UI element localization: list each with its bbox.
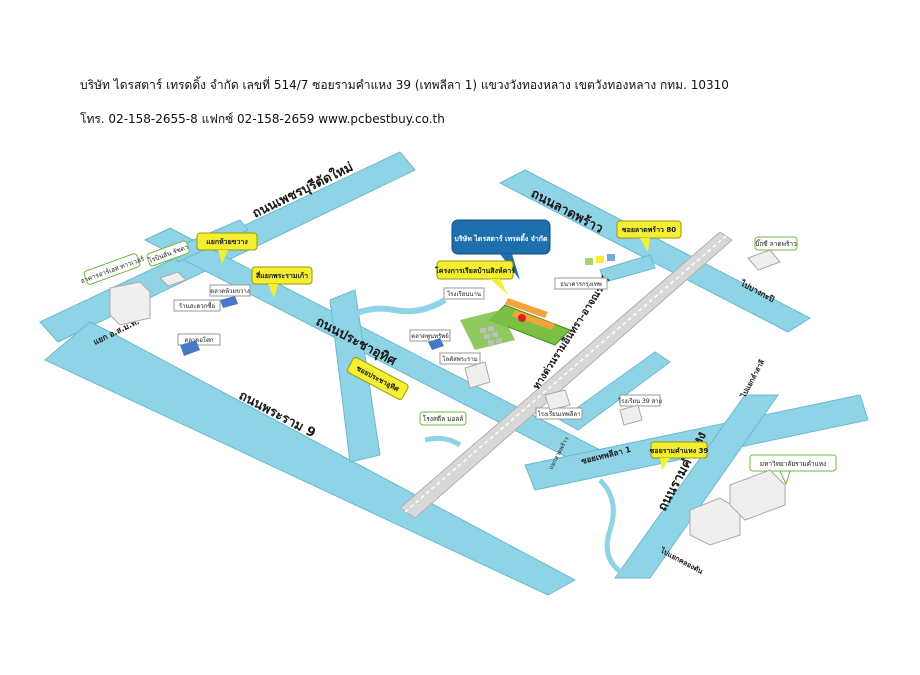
lotus-label: โลตัสพระราม xyxy=(442,355,477,363)
yaek-huay-kwang-text: แยกห้วยขวาง xyxy=(206,237,248,246)
pracha-uthit-school-label: ร้านสะดวกซื้อ xyxy=(179,300,216,310)
landmark-chc: ตลาดห้วยขวาง xyxy=(209,284,251,308)
landmark-thepleela-school: โรงเรียนเทพลีลา xyxy=(535,389,583,420)
landmark-mall: โรงสตีล มอลล์ xyxy=(419,411,467,426)
company-callout-text: บริษัท ไดรสตาร์ เทรดดิ้ง จำกัด xyxy=(454,232,548,243)
fortune-label: บิ๊กซี ลาดพร้าว xyxy=(755,239,797,248)
company-contact-line: โทร. 02-158-2655-8 แฟกซ์ 02-158-2659 www… xyxy=(80,112,445,126)
landmark-bangkok-bank: ธนาคารกรุงเทพ xyxy=(554,277,608,290)
soi-ram39-callout: ซอยรามคำแหง 39 xyxy=(650,441,709,470)
road-rama9 xyxy=(44,321,577,596)
road-ladprao xyxy=(498,169,812,333)
school-ram-label: โรงเรียน 39 สาย xyxy=(618,397,662,405)
town-in-town-label: โรงเรียนนาน xyxy=(447,290,481,298)
project-callout: โครงการเรียลบ้านสิงห์คาร์ xyxy=(434,260,515,295)
landmark-fortune: บิ๊กซี ลาดพร้าว xyxy=(747,236,798,271)
road-ramkhamhaeng-vertical xyxy=(614,394,779,579)
chc-label: ตลาดห้วยขวาง xyxy=(210,288,250,295)
soi-ram39-text: ซอยรามคำแหง 39 xyxy=(650,447,709,455)
mall-label: โรงสตีล มอลล์ xyxy=(423,415,464,423)
yaek-mit-prayoon-callout: สี่แยกพระรามเก้า xyxy=(251,266,313,298)
ramkhamhaeng-univ-callout: มหาวิทยาลัยรามคำแหง xyxy=(749,454,837,486)
project-marker xyxy=(518,314,526,322)
ramkhamhaeng-univ-text: มหาวิทยาลัยรามคำแหง xyxy=(760,460,826,468)
label-to-lamsali: ไปแยกลำสาลี xyxy=(738,358,766,400)
landmark-town-in-town: โรงเรียนนาน xyxy=(443,287,485,300)
landmark-pracha-uthit-school: ร้านสะดวกซื้อ xyxy=(173,299,221,312)
bangkok-bank-label: ธนาคารกรุงเทพ xyxy=(560,281,602,288)
company-address-line: บริษัท ไดรสตาร์ เทรดดิ้ง จำกัด เลขที่ 51… xyxy=(80,78,729,92)
landmark-wat: ตลาดพูนทรัพย์ xyxy=(409,329,451,350)
soi-ladprao80-text: ซอยลาดพร้าว 80 xyxy=(622,225,676,234)
thepleela-school-label: โรงเรียนเทพลีลา xyxy=(538,410,581,418)
yaek-huay-kwang-callout: แยกห้วยขวาง xyxy=(196,232,258,264)
project-site xyxy=(489,298,571,346)
landmark-thai-airways: ตลาดอโศก xyxy=(177,333,221,356)
thai-airways-label: ตลาดอโศก xyxy=(184,336,213,344)
yaek-mit-prayoon-text: สี่แยกพระรามเก้า xyxy=(255,270,308,280)
landmark-lotus: โลตัสพระราม xyxy=(439,352,491,389)
soi-ladprao80-callout: ซอยลาดพร้าว 80 xyxy=(616,220,682,252)
label-to-khlongtan: ไปแยกคลองตัน xyxy=(658,545,705,575)
road-soi-thepleela xyxy=(559,351,671,431)
landmark-school-ram: โรงเรียน 39 สาย xyxy=(618,394,662,426)
wat-label: ตลาดพูนทรัพย์ xyxy=(411,332,449,340)
project-callout-text: โครงการเรียลบ้านสิงห์คาร์ xyxy=(434,266,515,275)
expressway xyxy=(399,231,733,519)
